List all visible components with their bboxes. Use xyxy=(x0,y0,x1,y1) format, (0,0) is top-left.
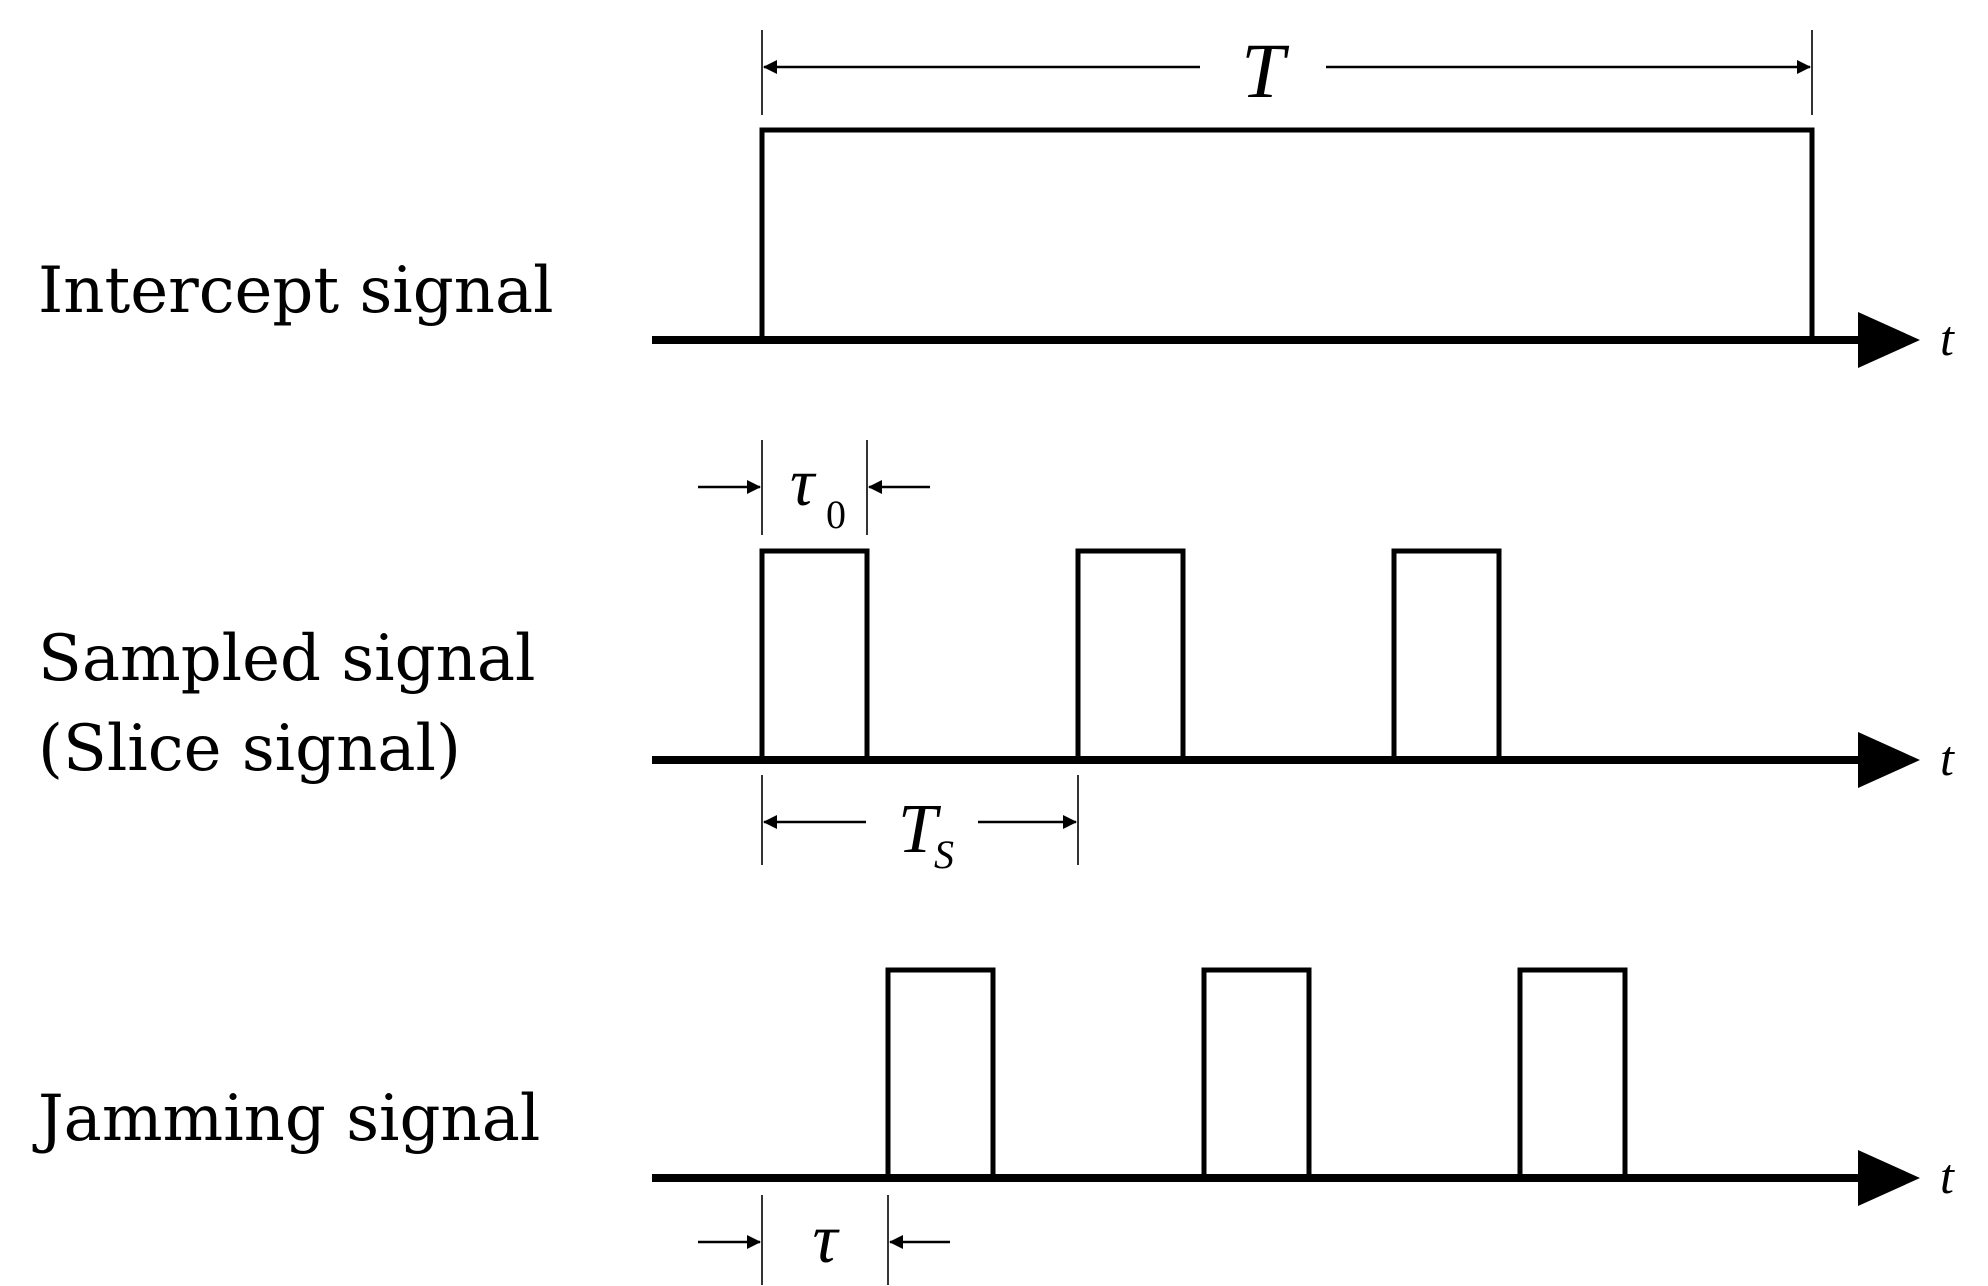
jamming-pulse-2 xyxy=(1201,967,1312,1178)
dimension-Ts-subscript: S xyxy=(934,832,954,877)
sampled-label-line-2: (Slice signal) xyxy=(38,712,461,786)
dimension-tau-label: τ xyxy=(812,1201,840,1278)
intercept-axis-arrowhead xyxy=(1858,312,1920,368)
dimension-tau0: τ 0 xyxy=(698,440,930,537)
jamming-pulse-3 xyxy=(1517,967,1628,1178)
intercept-axis-label: t xyxy=(1940,310,1955,366)
sampled-axis-label: t xyxy=(1940,730,1955,786)
dimension-tau: τ xyxy=(698,1195,950,1285)
dimension-T: T xyxy=(761,27,1813,115)
sampled-label-line-1: Sampled signal xyxy=(38,622,535,696)
intercept-row: Intercept signal t T xyxy=(38,27,1955,368)
jamming-pulse-1 xyxy=(885,967,996,1178)
jamming-label: Jamming signal xyxy=(32,1082,540,1156)
sampled-pulse-1 xyxy=(759,548,870,760)
jamming-axis-arrowhead xyxy=(1858,1150,1920,1206)
jamming-axis-label: t xyxy=(1940,1148,1955,1204)
dimension-Ts-symbol: T xyxy=(898,791,942,868)
intercept-label: Intercept signal xyxy=(38,254,554,328)
dimension-Ts: T S xyxy=(761,775,1079,877)
dimension-tau0-subscript: 0 xyxy=(826,492,846,537)
intercept-pulse xyxy=(759,127,1815,340)
sampled-row: Sampled signal (Slice signal) t τ 0 T S xyxy=(38,440,1955,877)
sampled-axis-arrowhead xyxy=(1858,732,1920,788)
dimension-T-label: T xyxy=(1241,27,1289,114)
jamming-row: Jamming signal t τ xyxy=(32,967,1955,1285)
sampled-pulse-2 xyxy=(1075,548,1186,760)
dimension-tau0-symbol: τ xyxy=(790,444,817,520)
sampled-pulse-3 xyxy=(1391,548,1502,760)
